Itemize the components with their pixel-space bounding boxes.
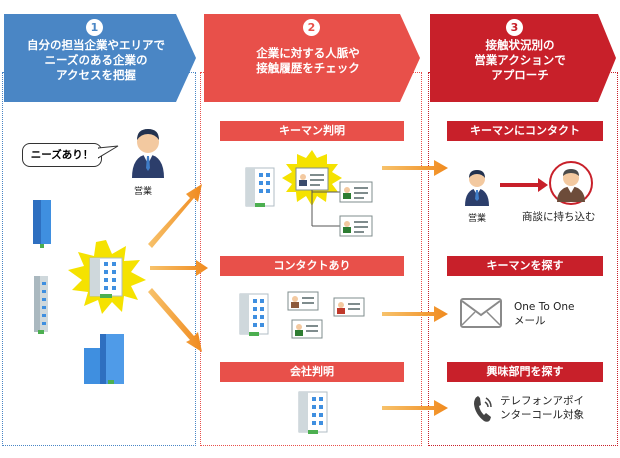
business-card-icon bbox=[333, 297, 365, 317]
keyman-known-label: キーマン判明 bbox=[220, 121, 404, 141]
find-keyman-label: キーマンを探す bbox=[447, 256, 603, 276]
step1-title-line: ニーズのある企業の bbox=[44, 53, 148, 67]
business-card-icon bbox=[291, 319, 323, 339]
step2-title: 企業に対する人脈や 接触履歴をチェック bbox=[208, 46, 408, 76]
step1-header-shape bbox=[4, 14, 196, 102]
step3-title-line: 営業アクションで bbox=[474, 53, 566, 67]
step-headers bbox=[4, 14, 616, 102]
step2-title-line: 企業に対する人脈や bbox=[256, 46, 360, 60]
business-card-icon bbox=[295, 167, 329, 191]
salesperson-label: 営業 bbox=[134, 187, 153, 197]
phone-text-line: テレフォンアポイ bbox=[500, 395, 584, 407]
step2-header-shape bbox=[204, 14, 420, 102]
phone-text-line: ンターコール対象 bbox=[500, 409, 584, 421]
step1-number: 1 bbox=[86, 19, 103, 36]
step3-title-line: 接触状況別の bbox=[485, 38, 555, 52]
contact-exists-label: コンタクトあり bbox=[220, 256, 404, 276]
mail-icon bbox=[460, 298, 502, 328]
step1-title-line: アクセスを把握 bbox=[56, 68, 136, 82]
arrow-down bbox=[148, 288, 202, 352]
highlighted-building bbox=[68, 240, 146, 314]
client-avatar-icon bbox=[549, 161, 593, 205]
sales-label: 営業 bbox=[468, 214, 487, 224]
mail-text-line: One To One bbox=[514, 301, 575, 313]
needs-bubble: ニーズあり！ bbox=[22, 143, 102, 167]
arrow-up bbox=[148, 184, 202, 248]
step3-header-shape bbox=[430, 14, 616, 102]
mail-text-line: メール bbox=[514, 315, 546, 327]
keyman-tree-diagram bbox=[245, 150, 373, 237]
business-card-icon bbox=[287, 291, 319, 311]
building-icon bbox=[84, 334, 124, 384]
step3-title-line: アプローチ bbox=[491, 68, 549, 82]
salesperson-icon bbox=[465, 170, 489, 206]
arrow-to-client-icon bbox=[500, 178, 548, 192]
one-to-one-mail-text: One To One メール bbox=[514, 300, 575, 328]
step1-title-line: 自分の担当企業やエリアで bbox=[27, 38, 165, 52]
step3-number: 3 bbox=[506, 19, 523, 36]
contact-cards-diagram bbox=[239, 291, 365, 339]
step1-title: 自分の担当企業やエリアで ニーズのある企業の アクセスを把握 bbox=[6, 38, 186, 83]
phone-icon bbox=[474, 396, 492, 422]
teleappointer-text: テレフォンアポイ ンターコール対象 bbox=[500, 394, 584, 422]
step2-number: 2 bbox=[303, 19, 320, 36]
arrow-middle bbox=[150, 260, 208, 276]
negotiation-label: 商談に持ち込む bbox=[522, 211, 596, 223]
step2-title-line: 接触履歴をチェック bbox=[256, 61, 360, 75]
step3-title: 接触状況別の 営業アクションで アプローチ bbox=[432, 38, 608, 83]
building-icon bbox=[245, 167, 275, 207]
find-department-label: 興味部門を探す bbox=[447, 362, 603, 382]
company-known-label: 会社判明 bbox=[220, 362, 404, 382]
building-icon bbox=[298, 391, 328, 434]
contact-keyman-label: キーマンにコンタクト bbox=[447, 121, 603, 141]
arrow-right bbox=[382, 160, 448, 176]
business-card-icon bbox=[339, 181, 373, 203]
arrow-right bbox=[382, 400, 448, 416]
building-icon bbox=[34, 276, 48, 334]
building-icon bbox=[33, 200, 51, 248]
arrow-right bbox=[382, 306, 448, 322]
flow-arrows-2 bbox=[382, 160, 448, 416]
building-icon bbox=[239, 293, 269, 336]
bubble-tail bbox=[98, 145, 119, 159]
salesperson-icon bbox=[132, 129, 164, 178]
business-card-icon bbox=[339, 215, 373, 237]
flow-arrows-1 bbox=[148, 184, 208, 352]
